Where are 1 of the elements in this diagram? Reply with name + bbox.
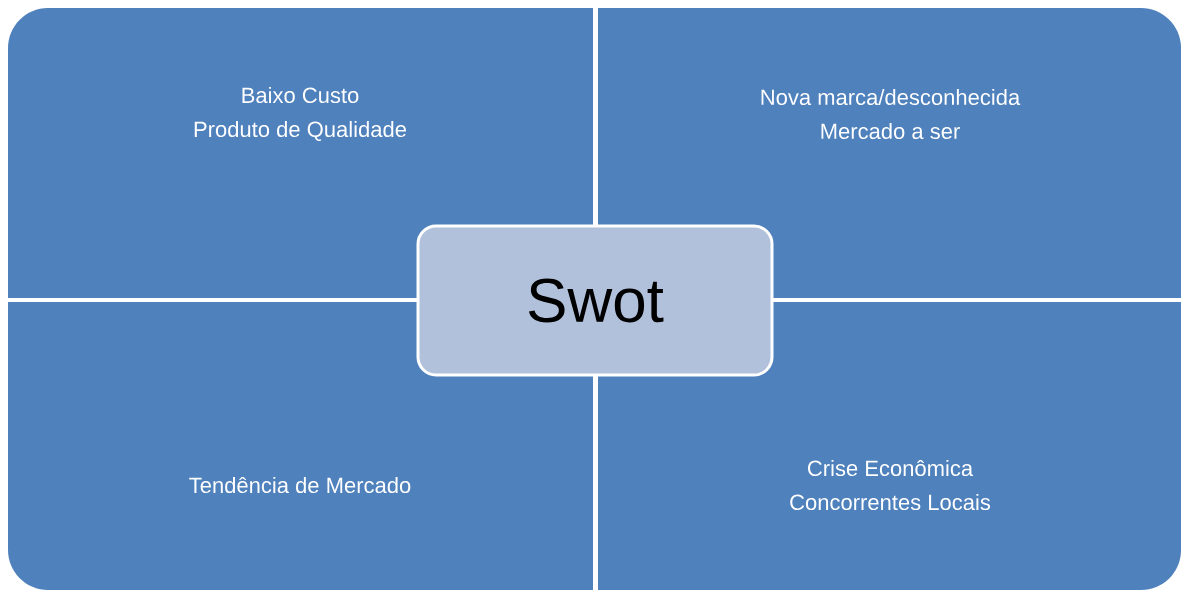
center-box: Swot	[416, 224, 774, 377]
